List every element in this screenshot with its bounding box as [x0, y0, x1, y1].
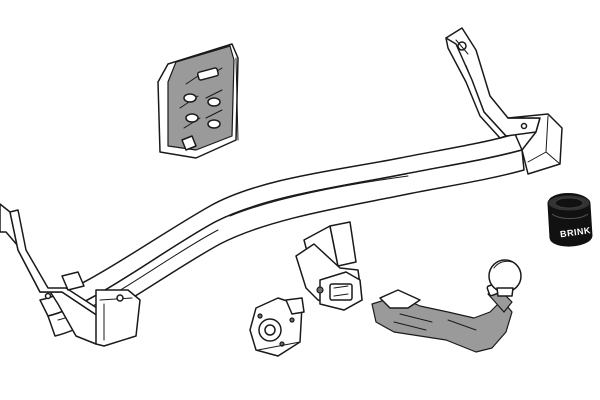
fastener-bag: [157, 43, 239, 159]
socket-brand-label: BRINK: [559, 225, 591, 239]
electrical-socket-connector: BRINK: [547, 193, 593, 247]
socket-mounting-plate: [249, 297, 305, 357]
tow-ball-neck: [371, 281, 513, 353]
left-mounting-bracket: [0, 203, 141, 347]
tow-ball: [488, 259, 522, 297]
right-mounting-bracket: [445, 27, 563, 175]
center-ball-mount-bracket: [295, 221, 363, 311]
